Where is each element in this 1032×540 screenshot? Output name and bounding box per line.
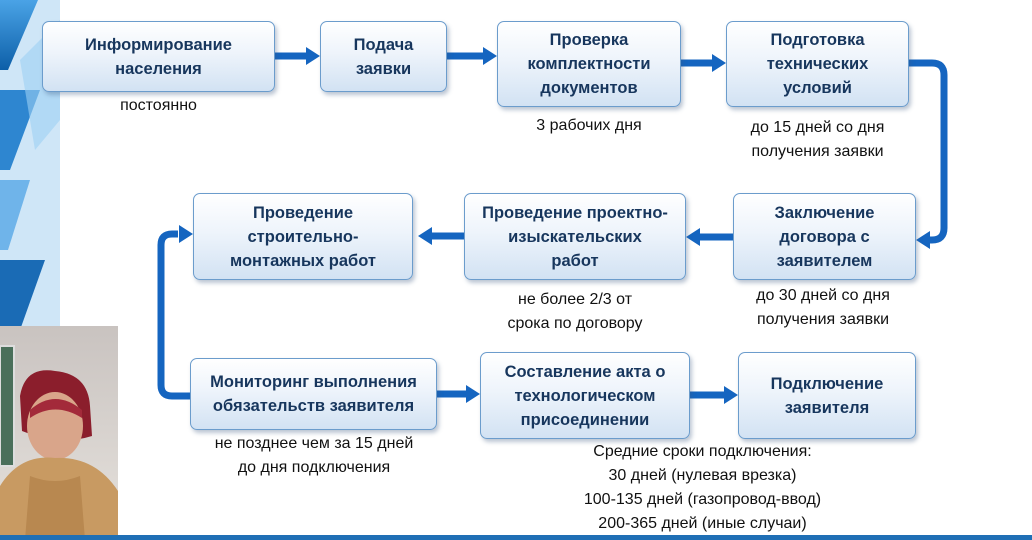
note-average-connection-times: Средние сроки подключения: 30 дней (нуле…	[583, 443, 822, 532]
step-label: Подготовка технических условий	[766, 31, 869, 97]
elderly-woman-photo	[0, 326, 118, 540]
note-inform-timing: постоянно	[120, 97, 197, 114]
step-label: Проверка комплектности документов	[527, 31, 651, 97]
step-label: Заключение договора с заявителем	[774, 203, 875, 270]
step-label: Подключение заявителя	[770, 374, 884, 417]
step-connect-applicant: Подключение заявителя	[738, 352, 916, 439]
step-monitoring: Мониторинг выполнения обязательств заяви…	[190, 358, 437, 430]
step-contract: Заключение договора с заявителем	[733, 193, 916, 280]
note-monitoring-timing: не позднее чем за 15 дней до дня подключ…	[214, 435, 414, 476]
step-technical-conditions: Подготовка технических условий	[726, 21, 909, 107]
step-check-documents: Проверка комплектности документов	[497, 21, 681, 107]
note-design-timing: не более 2/3 от срока по договору	[507, 291, 643, 332]
step-inform-population: Информирование населения	[42, 21, 275, 92]
step-connection-act: Составление акта о технологическом присо…	[480, 352, 690, 439]
bottom-accent-bar	[0, 535, 1032, 540]
step-construction-works: Проведение строительно- монтажных работ	[193, 193, 413, 280]
step-label: Мониторинг выполнения обязательств заяви…	[210, 373, 417, 415]
step-label: Проведение строительно- монтажных работ	[229, 203, 376, 270]
step-label: Подача заявки	[353, 35, 414, 78]
step-label: Информирование населения	[85, 35, 232, 78]
step-design-works: Проведение проектно- изыскательских рабо…	[464, 193, 686, 280]
note-check-timing: 3 рабочих дня	[536, 117, 642, 134]
step-label: Проведение проектно- изыскательских рабо…	[482, 203, 668, 270]
step-submit-application: Подача заявки	[320, 21, 447, 92]
step-label: Составление акта о технологическом присо…	[504, 362, 666, 429]
note-contract-timing: до 30 дней со дня получения заявки	[756, 287, 890, 328]
note-tech-timing: до 15 дней со дня получения заявки	[750, 119, 885, 160]
